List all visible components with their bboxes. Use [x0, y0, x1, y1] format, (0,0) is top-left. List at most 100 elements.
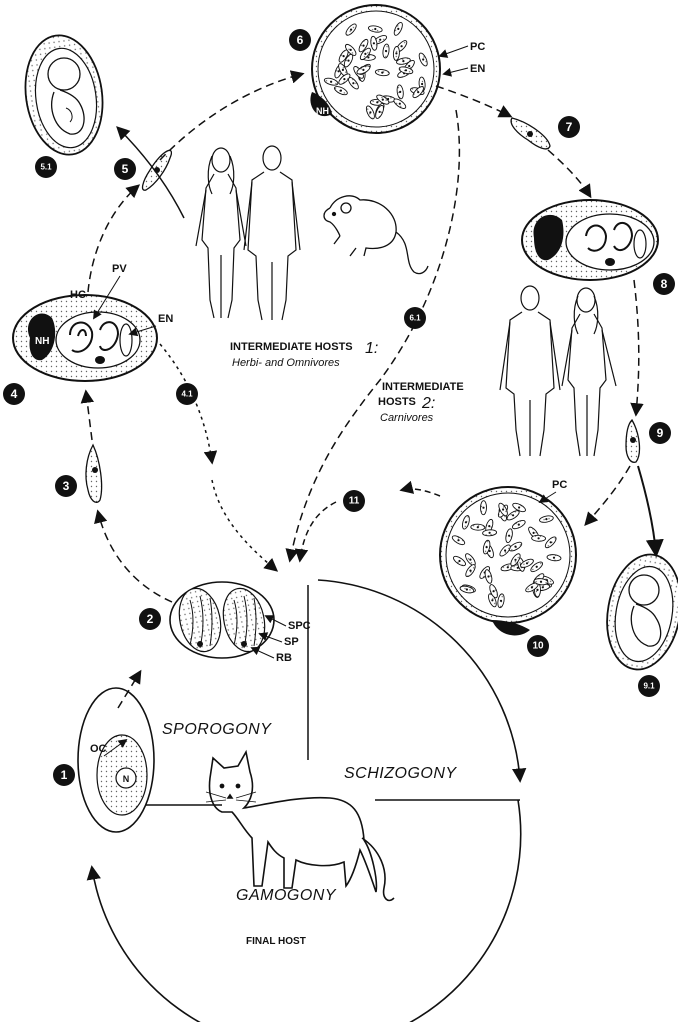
- arrow-9-to-10: [586, 466, 630, 524]
- label-pc-bottom: PC: [552, 479, 567, 491]
- intermediate-hosts-2-number: 2:: [421, 395, 435, 412]
- bradyzoite-nucleus: [458, 560, 460, 562]
- intermediate-hosts-2-sub: Carnivores: [380, 412, 434, 424]
- bradyzoite-nucleus: [536, 589, 538, 591]
- svg-text:4: 4: [11, 387, 18, 401]
- bradyzoite-nucleus: [376, 101, 378, 103]
- bradyzoite-nucleus: [507, 566, 509, 568]
- bradyzoite-nucleus: [421, 83, 423, 85]
- arrow-5-to-6: [160, 74, 302, 160]
- bradyzoite-nucleus: [493, 590, 495, 592]
- bradyzoite-nucleus: [405, 69, 407, 71]
- svg-text:6.1: 6.1: [409, 314, 421, 323]
- badge-8: 8: [653, 273, 675, 295]
- bradyzoite-nucleus: [367, 56, 369, 58]
- badge-9-1: 9.1: [638, 675, 660, 697]
- bradyzoite-nucleus: [477, 526, 479, 528]
- bradyzoite-nucleus: [422, 58, 424, 60]
- svg-text:9.1: 9.1: [643, 682, 655, 691]
- intermediate-hosts-1-title: INTERMEDIATE HOSTS: [230, 341, 353, 353]
- svg-text:9: 9: [657, 426, 664, 440]
- woman-figure-right: [562, 288, 616, 456]
- bradyzoite-nucleus: [417, 91, 419, 93]
- label-pc-top: PC: [470, 41, 485, 53]
- stage-7-bradyzoite: [511, 118, 550, 149]
- badge-7: 7: [558, 116, 580, 138]
- arrow-9-to-9-1: [638, 466, 656, 554]
- bradyzoite-nucleus: [457, 539, 459, 541]
- stage-6-tissue-cyst: NH: [310, 5, 440, 133]
- bradyzoite-nucleus: [469, 570, 471, 572]
- stage-1-oocyst: N: [78, 688, 154, 832]
- bradyzoite-nucleus: [540, 581, 542, 583]
- bradyzoite-nucleus: [343, 78, 345, 80]
- arrow-4-1-to-final: [212, 480, 276, 570]
- bradyzoite-nucleus: [379, 111, 381, 113]
- bradyzoite-nucleus: [350, 49, 352, 51]
- bradyzoite-nucleus: [347, 60, 349, 62]
- svg-text:2: 2: [147, 612, 154, 626]
- svg-text:6: 6: [297, 33, 304, 47]
- label-nh-left: NH: [35, 336, 49, 347]
- stage-3-sporozoite: [86, 445, 102, 502]
- phase-gamogony: GAMOGONY: [236, 887, 337, 904]
- bradyzoite-nucleus: [518, 524, 520, 526]
- svg-text:10: 10: [532, 641, 544, 652]
- bradyzoite-nucleus: [488, 525, 490, 527]
- bradyzoite-nucleus: [533, 532, 535, 534]
- bradyzoite-nucleus: [342, 69, 344, 71]
- badge-1: 1: [53, 764, 75, 786]
- bradyzoite-nucleus: [374, 28, 376, 30]
- label-rb: RB: [276, 652, 292, 664]
- bradyzoite-nucleus: [526, 562, 528, 564]
- bradyzoite-nucleus: [512, 514, 514, 516]
- arrow-3-to-4: [86, 392, 92, 440]
- bradyzoite-nucleus: [397, 28, 399, 30]
- svg-text:1: 1: [61, 768, 68, 782]
- final-host-cycle: [92, 580, 521, 1022]
- arrow-2-to-3: [98, 512, 172, 602]
- man-figure-left: [244, 146, 300, 320]
- bradyzoite-nucleus: [364, 53, 366, 55]
- stage-5-tachyzoite: [143, 150, 172, 190]
- svg-text:7: 7: [566, 120, 573, 134]
- bradyzoite-nucleus: [482, 507, 484, 509]
- bradyzoite-nucleus: [466, 588, 468, 590]
- bradyzoite-nucleus: [362, 45, 364, 47]
- arrow-6-to-7: [436, 86, 510, 116]
- bradyzoite-nucleus: [486, 546, 488, 548]
- badge-5: 5: [114, 158, 136, 180]
- bradyzoite-nucleus: [382, 99, 384, 101]
- bradyzoite-nucleus: [369, 111, 371, 113]
- final-host-label: FINAL HOST: [246, 936, 306, 947]
- bradyzoite-nucleus: [514, 546, 516, 548]
- bradyzoite-nucleus: [489, 532, 491, 534]
- bradyzoite-nucleus: [536, 566, 538, 568]
- phase-schizogony: SCHIZOGONY: [344, 765, 457, 782]
- bradyzoite-nucleus: [550, 541, 552, 543]
- phase-sporogony: SPOROGONY: [162, 721, 272, 738]
- bradyzoite-nucleus: [401, 45, 403, 47]
- man-figure-right: [500, 286, 560, 456]
- stage-9-1-fetus: [598, 549, 678, 676]
- bradyzoite-nucleus: [465, 521, 467, 523]
- label-pv: PV: [112, 263, 127, 275]
- badge-9: 9: [649, 422, 671, 444]
- bradyzoite-nucleus: [500, 600, 502, 602]
- arrow-8-to-9: [634, 280, 639, 414]
- label-sp: SP: [284, 636, 299, 648]
- label-en-left: EN: [158, 313, 173, 325]
- badge-5-1: 5.1: [35, 156, 57, 178]
- arrow-11-to-final: [300, 502, 336, 560]
- bradyzoite-nucleus: [385, 50, 387, 52]
- bradyzoite-nucleus: [408, 65, 410, 67]
- badge-6: 6: [289, 29, 311, 51]
- bradyzoite-nucleus: [469, 559, 471, 561]
- badge-2: 2: [139, 608, 161, 630]
- bradyzoite-nucleus: [531, 586, 533, 588]
- bradyzoite-nucleus: [395, 52, 397, 54]
- stage-4-host-cell: NH: [13, 295, 157, 381]
- bradyzoite-nucleus: [340, 90, 342, 92]
- arrow-7-to-8: [548, 150, 590, 196]
